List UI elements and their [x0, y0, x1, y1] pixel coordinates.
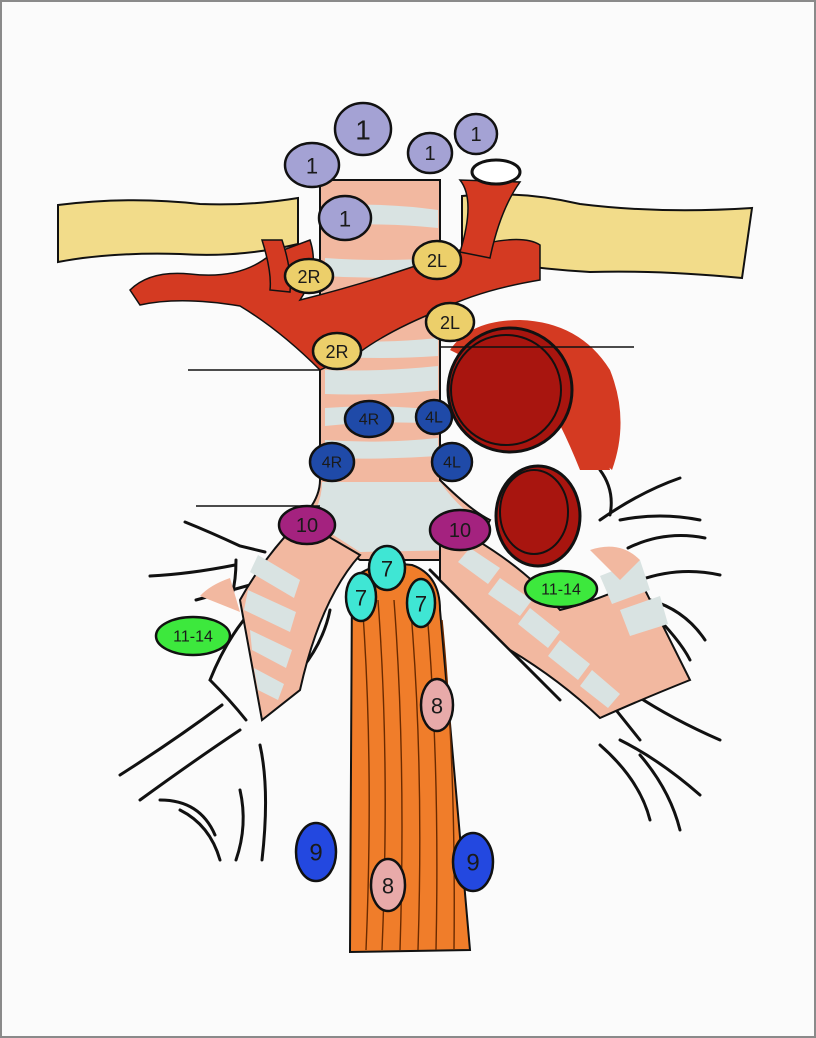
lymph-node-label: 2R — [325, 342, 348, 362]
lymph-node-label: 4L — [425, 410, 443, 427]
lymph-node-label: 8 — [382, 874, 394, 899]
lymph-node-label: 7 — [355, 586, 367, 611]
lymph-node-label: 2L — [440, 313, 460, 333]
lymph-node-10-n10a: 10 — [279, 506, 335, 544]
lymph-node-1-n1d: 1 — [455, 114, 497, 154]
lymph-node-label: 8 — [431, 694, 443, 719]
lymph-node-label: 11-14 — [173, 629, 213, 646]
lymph-node-label: 10 — [449, 520, 471, 542]
lymph-node-7-n7b: 7 — [346, 573, 376, 621]
lymph-node-label: 2L — [427, 251, 447, 271]
lymph-node-label: 1 — [306, 154, 318, 179]
lymph-node-label: 9 — [309, 840, 322, 867]
lymph-node-2l-n2Lb: 2L — [426, 303, 474, 341]
lymph-node-label: 11-14 — [541, 582, 581, 599]
lymph-node-8-n8b: 8 — [371, 859, 405, 911]
lymph-node-1-n1c: 1 — [408, 133, 452, 173]
lymph-node-label: 9 — [466, 850, 479, 877]
lymph-node-label: 7 — [415, 592, 427, 617]
lymph-node-11-14-n11a: 11-14 — [525, 571, 597, 607]
lymph-node-label: 1 — [470, 124, 481, 146]
lymph-node-4r-n4Rb: 4R — [310, 443, 354, 481]
lymph-node-label: 1 — [339, 207, 351, 232]
lymph-node-1-n1b: 1 — [285, 143, 339, 187]
lymph-node-2r-n2Ra: 2R — [285, 259, 333, 293]
left-subclavian-artery-top — [472, 160, 520, 184]
lymph-node-label: 4R — [322, 455, 342, 472]
lymph-node-8-n8a: 8 — [421, 679, 453, 731]
lymph-node-1-n1a: 1 — [335, 103, 391, 155]
lymph-node-11-14-n11b: 11-14 — [156, 617, 230, 655]
lymph-node-4r-n4Ra: 4R — [345, 401, 393, 437]
lymph-node-label: 4L — [443, 455, 461, 472]
lymph-node-label: 2R — [297, 267, 320, 287]
lymph-node-7-n7c: 7 — [407, 579, 435, 627]
lymph-node-label: 4R — [359, 412, 379, 429]
lymph-node-2l-n2La: 2L — [413, 241, 461, 279]
lymph-node-label: 1 — [355, 115, 371, 146]
lymph-node-4l-n4Lb: 4L — [432, 443, 472, 481]
lymph-node-4l-n4La: 4L — [416, 400, 452, 434]
lymph-node-1-n1e: 1 — [319, 196, 371, 240]
lymph-node-label: 7 — [381, 557, 393, 582]
lymph-node-label: 1 — [424, 143, 435, 165]
lymph-node-10-n10b: 10 — [430, 510, 490, 550]
lymph-node-label: 10 — [296, 515, 318, 537]
lymph-node-2r-n2Rb: 2R — [313, 333, 361, 369]
lymph-node-9-n9b: 9 — [453, 833, 493, 891]
lymph-node-9-n9a: 9 — [296, 823, 336, 881]
